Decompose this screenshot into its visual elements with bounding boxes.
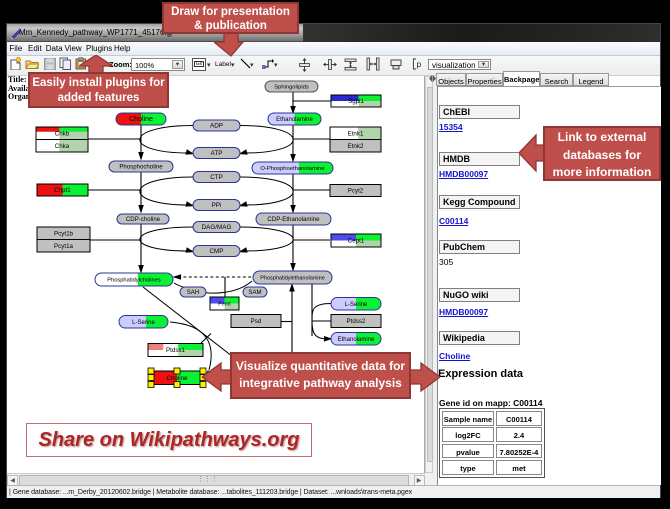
svg-text:L-Serine: L-Serine [132, 320, 155, 326]
svg-text:CDP-choline: CDP-choline [126, 216, 161, 223]
svg-text:Sphingolipids: Sphingolipids [274, 85, 309, 91]
svg-text:Etnk1: Etnk1 [348, 130, 364, 137]
svg-text:Phosphatidylethanolamine: Phosphatidylethanolamine [260, 276, 325, 282]
svg-text:Chkb: Chkb [55, 130, 70, 137]
svg-text:Pcyt1b: Pcyt1b [54, 230, 73, 237]
svg-text:SAM: SAM [248, 289, 261, 296]
svg-text:ATP: ATP [211, 150, 223, 157]
svg-text:O-Phosphoethanolamine: O-Phosphoethanolamine [260, 166, 324, 172]
svg-text:Ptdss2: Ptdss2 [347, 318, 366, 325]
svg-text:Psd: Psd [251, 318, 262, 325]
svg-text:Chka: Chka [55, 143, 70, 150]
svg-text:CTP: CTP [210, 174, 223, 181]
svg-text:p: p [417, 59, 422, 69]
svg-text:Ethanolamine: Ethanolamine [276, 117, 313, 123]
svg-text:Sgpl1: Sgpl1 [348, 98, 364, 105]
svg-text:Cept1: Cept1 [348, 238, 365, 245]
svg-text:SAH: SAH [187, 289, 200, 296]
svg-text:Pemt: Pemt [218, 302, 231, 308]
svg-text:DAG/MAG: DAG/MAG [202, 224, 232, 231]
svg-text:Ptdss1: Ptdss1 [166, 347, 185, 354]
svg-text:Etnk2: Etnk2 [348, 143, 364, 150]
svg-text:Chpt1: Chpt1 [54, 187, 71, 194]
svg-text:Phosphocholine: Phosphocholine [119, 164, 163, 171]
svg-text:CDP-Ethanolamine: CDP-Ethanolamine [267, 216, 320, 223]
svg-text:Ethanolamine: Ethanolamine [338, 337, 375, 343]
svg-text:Choline: Choline [129, 116, 153, 123]
svg-text:L-Serine: L-Serine [345, 302, 368, 308]
svg-text:CMP: CMP [210, 248, 224, 255]
svg-text:Choline: Choline [167, 375, 189, 382]
svg-text:ADP: ADP [210, 123, 223, 130]
svg-text:Phosphatidylcholines: Phosphatidylcholines [107, 278, 161, 284]
svg-text:Pcyt1a: Pcyt1a [54, 243, 73, 250]
svg-text:PPi: PPi [212, 202, 222, 209]
svg-text:Pcyt2: Pcyt2 [348, 188, 364, 195]
